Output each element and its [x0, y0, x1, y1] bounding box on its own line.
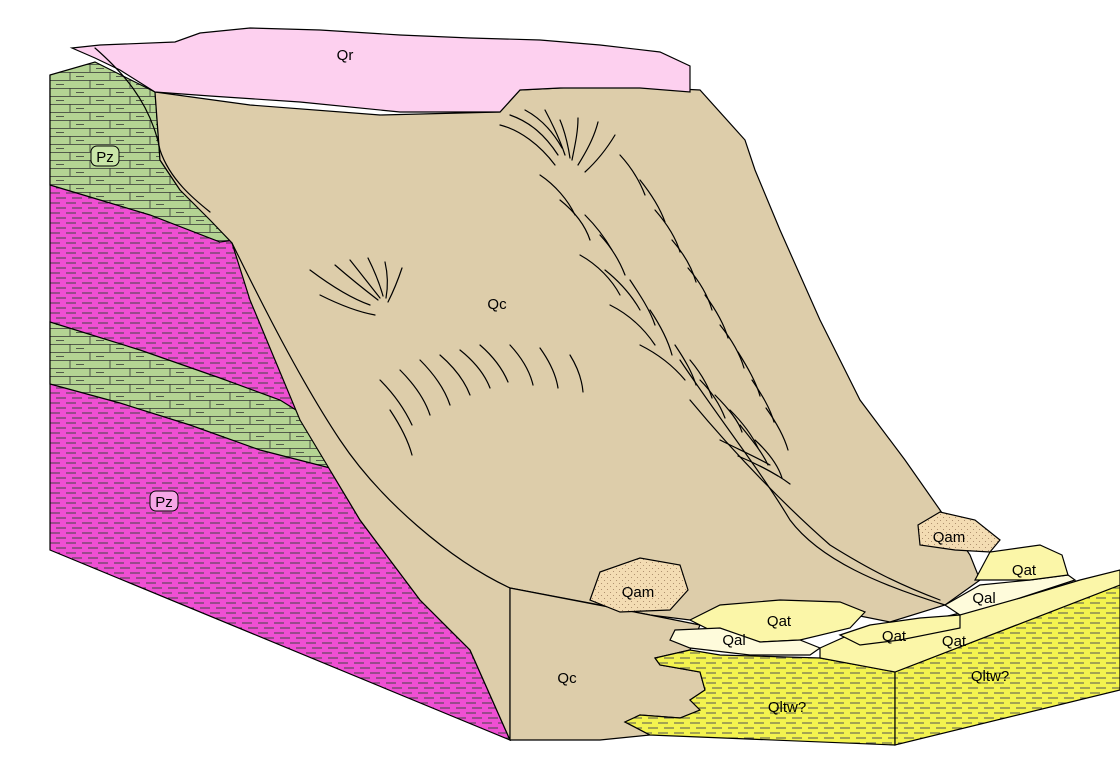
qal-front-label: Qal: [722, 632, 745, 649]
qam-front-label: Qam: [622, 584, 655, 601]
qal-right-label: Qal: [972, 590, 995, 607]
qat-front-label: Qat: [767, 613, 792, 630]
qat-right-front-label: Qat: [942, 633, 967, 650]
qltw-front-label: Qltw?: [768, 699, 806, 716]
qr-label: Qr: [337, 47, 354, 64]
pz-upper-label: Pz: [96, 149, 114, 166]
qam-right-label: Qam: [933, 529, 966, 546]
qat-right-upper-label: Qat: [1012, 562, 1037, 579]
pz-lower-label-group: Pz: [150, 491, 178, 511]
qltw-right-label: Qltw?: [971, 668, 1009, 685]
qc-upper-label: Qc: [487, 296, 507, 313]
pz-upper-label-group: Pz: [91, 146, 119, 166]
pz-lower-label: Pz: [155, 494, 173, 511]
qat-right-mid-label: Qat: [882, 628, 907, 645]
qc-front-label: Qc: [557, 670, 577, 687]
